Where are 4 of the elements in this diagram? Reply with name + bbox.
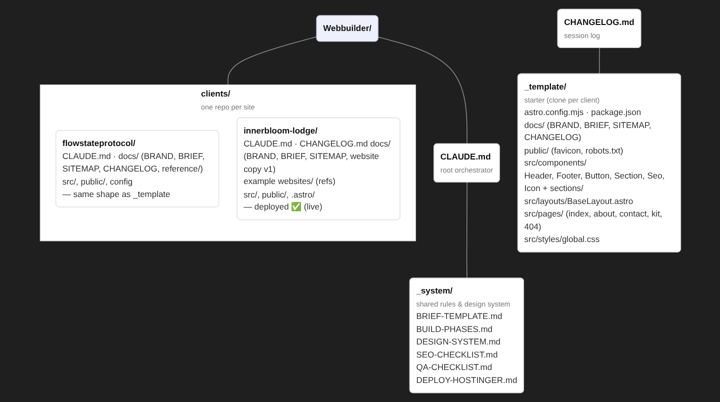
connector bbox=[377, 36, 467, 144]
connector bbox=[598, 48, 600, 74]
connector bbox=[227, 36, 317, 86]
connector bbox=[466, 182, 467, 279]
